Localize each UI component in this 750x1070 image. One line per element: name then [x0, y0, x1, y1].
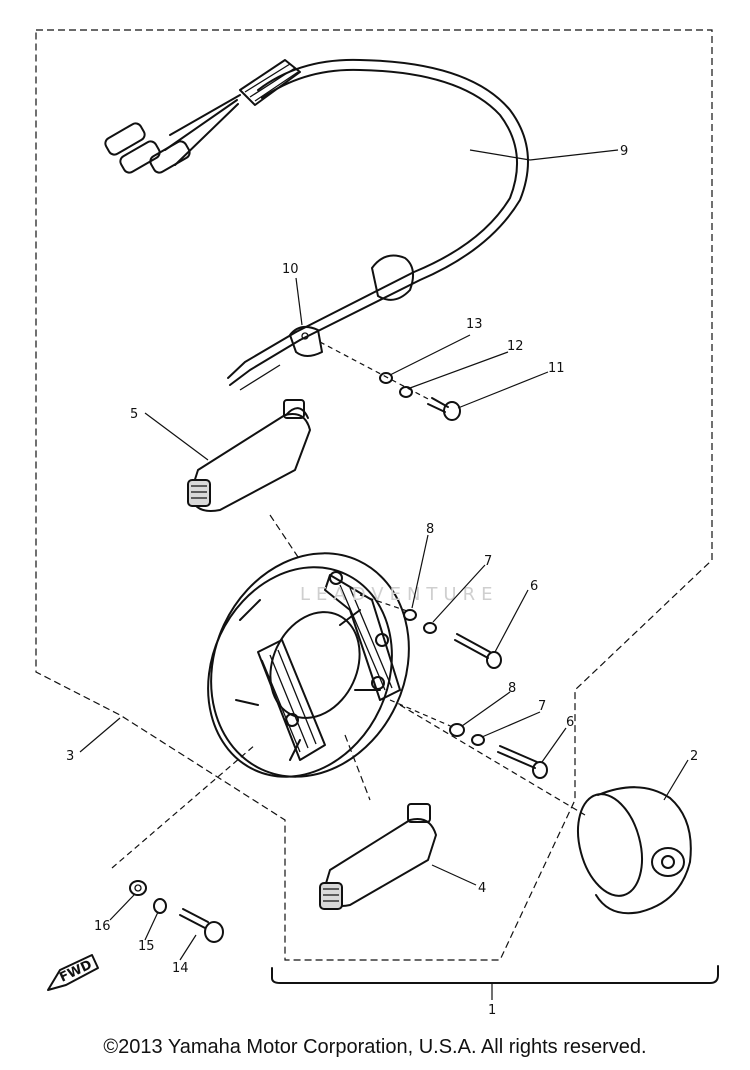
- fastener-set-14-16: [111, 744, 256, 943]
- callout-8b: 8: [508, 681, 516, 696]
- callout-6a: 6: [530, 579, 538, 594]
- bracket-part-1: [271, 965, 719, 984]
- callout-2: 2: [690, 749, 698, 764]
- fastener-set-11-13: [319, 341, 461, 421]
- assembly-boundary: [35, 29, 713, 961]
- copyright-footer: ©2013 Yamaha Motor Corporation, U.S.A. A…: [103, 1036, 647, 1058]
- watermark: LEADVENTURE: [300, 584, 498, 605]
- callout-9: 9: [620, 144, 628, 159]
- clamp-part-10: [289, 325, 323, 357]
- callout-1: 1: [488, 1003, 496, 1018]
- flywheel-part-2: [399, 704, 692, 915]
- callout-7b: 7: [538, 699, 546, 714]
- callout-5: 5: [130, 407, 138, 422]
- callout-11: 11: [548, 361, 565, 376]
- callout-labels: 1 2 3 4 5 6 6 7 7 8 8 9 10 11 12 13 14 1…: [66, 144, 698, 1018]
- callout-12: 12: [507, 339, 524, 354]
- forward-arrow-icon: FWD: [47, 954, 99, 991]
- callout-14: 14: [172, 961, 189, 976]
- assembly-line: [344, 734, 371, 801]
- callout-3: 3: [66, 749, 74, 764]
- wire-harness: [104, 58, 529, 391]
- callout-15: 15: [138, 939, 155, 954]
- assembly-line: [269, 514, 301, 561]
- coil-part-4: [319, 803, 437, 910]
- exploded-parts-diagram: FWD LEADVENTURE 1 2 3 4 5 6 6 7 7 8: [35, 29, 719, 1018]
- callout-16: 16: [94, 919, 111, 934]
- fastener-set-6-8: [359, 594, 548, 779]
- coil-part-5: [187, 399, 311, 512]
- callout-6b: 6: [566, 715, 574, 730]
- callout-8a: 8: [426, 522, 434, 537]
- stator-plate: [207, 552, 410, 778]
- callout-4: 4: [478, 881, 486, 896]
- callout-13: 13: [466, 317, 483, 332]
- callout-10: 10: [282, 262, 299, 277]
- callout-7a: 7: [484, 554, 492, 569]
- leader-lines: [79, 149, 689, 961]
